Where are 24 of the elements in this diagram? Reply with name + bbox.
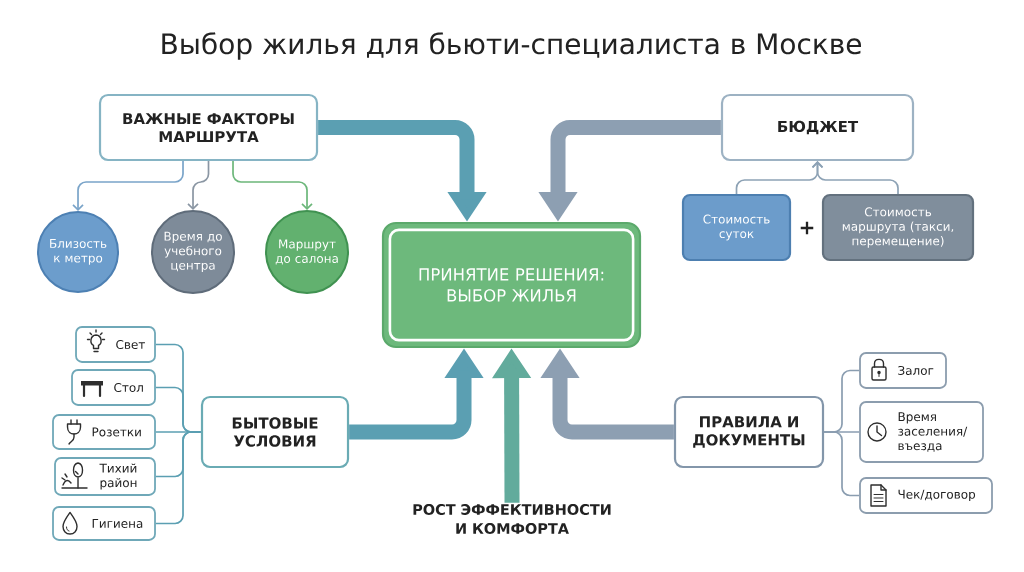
decision-box: ПРИНЯТИЕ РЕШЕНИЯ: ВЫБОР ЖИЛЬЯ — [381, 221, 642, 349]
title: Выбор жилья для бьюти-специалиста в Москве — [162, 32, 861, 60]
heading-box: ВАЖНЫЕ ФАКТОРЫ МАРШРУТА — [98, 93, 319, 162]
item-box: Гигиена — [52, 506, 156, 541]
item-box: Время заселения/ въезда — [859, 401, 984, 463]
item-box: Тихий район — [54, 457, 156, 496]
arrow — [232, 160, 313, 210]
cost-box: Стоимость суток — [681, 193, 792, 262]
connector-line — [823, 431, 860, 497]
arrow — [811, 161, 899, 195]
item-box: Свет — [75, 326, 156, 363]
outcome-text: РОСТ ЭФФЕКТИВНОСТИ И КОМФОРТА — [413, 504, 611, 534]
arrow — [187, 160, 210, 210]
plus-sign: + — [800, 221, 814, 235]
arrow — [72, 160, 184, 211]
connector-line — [155, 431, 202, 525]
item-box: Чек/договор — [859, 477, 993, 514]
heading-box: ПРАВИЛА И ДОКУМЕНТЫ — [673, 395, 825, 469]
item-box: Розетки — [52, 414, 156, 450]
heading-box: БЫТОВЫЕ УСЛОВИЯ — [200, 395, 350, 469]
item-box: Стол — [71, 369, 156, 406]
item-box: Залог — [859, 352, 947, 389]
cost-box: Стоимость маршрута (такси, перемещение) — [821, 193, 975, 262]
heading-box: БЮДЖЕТ — [720, 93, 915, 162]
